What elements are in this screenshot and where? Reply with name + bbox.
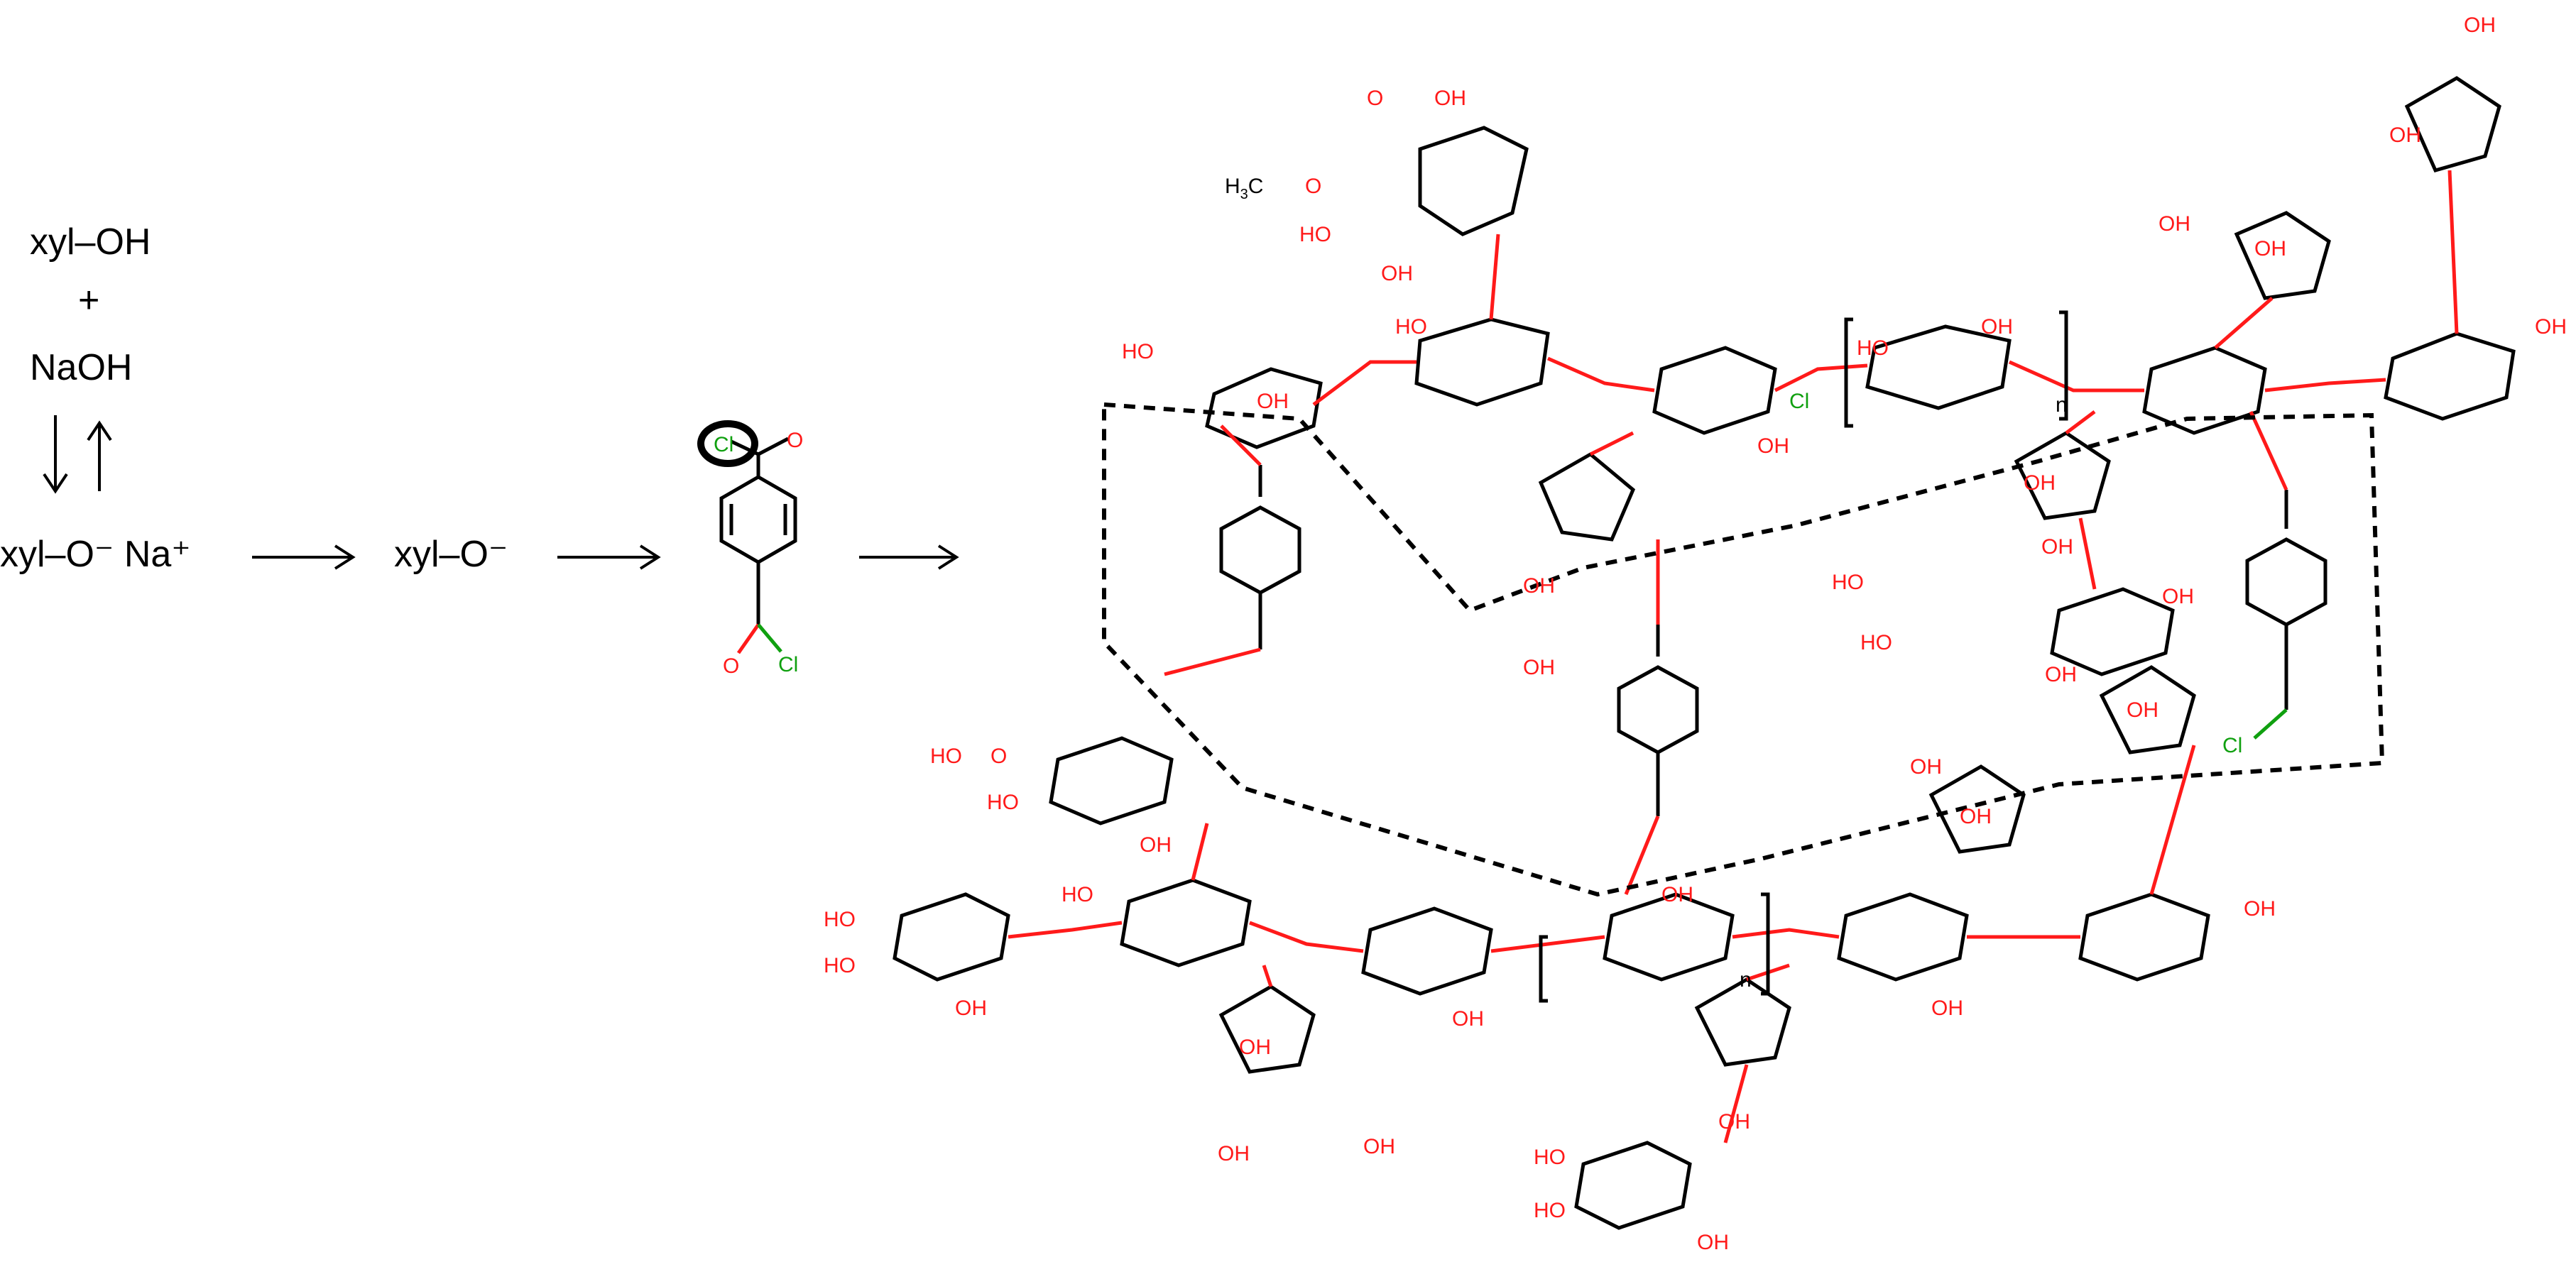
- atom-label: HO: [1122, 340, 1154, 363]
- atom-label: OH: [1239, 1036, 1271, 1059]
- atom-label: OH: [2127, 698, 2159, 722]
- atom-label: OH: [2162, 585, 2194, 608]
- reagent-o-top: O: [787, 429, 803, 452]
- atom-label: O: [1305, 175, 1321, 198]
- atom-label: HO: [1860, 631, 1892, 654]
- atom-label: OH: [1718, 1110, 1750, 1134]
- anion-label: xyl–O⁻: [394, 534, 508, 575]
- atom-label: n: [2056, 393, 2068, 417]
- atom-label: HO: [1534, 1199, 1566, 1222]
- atom-label: OH: [1257, 390, 1289, 413]
- atom-label: HO: [930, 745, 962, 768]
- atom-label: OH: [1757, 434, 1789, 458]
- atom-label: OH: [1960, 805, 1992, 828]
- atom-label: OH: [2389, 124, 2421, 147]
- atom-label: HO: [824, 954, 856, 977]
- reaction-arrow-3: [859, 544, 959, 570]
- atom-label: Cl: [2222, 734, 2242, 757]
- reaction-arrow-1: [252, 544, 356, 570]
- atom-label: HO: [1857, 336, 1889, 360]
- atom-labels: OH O H3C O HO OH HO HO OH Cl OH HO OH n …: [824, 13, 2567, 1254]
- atom-label: Cl: [1789, 390, 1809, 413]
- atom-label: OH: [1981, 315, 2013, 339]
- reagent-cl-top: Cl: [714, 433, 733, 456]
- atom-label: OH: [2159, 212, 2190, 236]
- atom-label: OH: [2041, 535, 2073, 559]
- atom-label: HO: [987, 791, 1019, 814]
- reactant-label: xyl–OH: [30, 221, 151, 263]
- atom-label: OH: [1452, 1007, 1484, 1031]
- atom-label: OH: [2024, 471, 2056, 495]
- methyl-c: C: [1248, 175, 1264, 198]
- atom-label: OH: [1523, 574, 1555, 598]
- methyl-sub: 3: [1240, 187, 1248, 202]
- atom-label: O: [1367, 87, 1383, 110]
- atom-label: n: [1740, 968, 1752, 992]
- atom-label: OH: [1140, 833, 1172, 857]
- atom-label: OH: [1931, 997, 1963, 1020]
- atom-label: O: [990, 745, 1007, 768]
- atom-label: HO: [1832, 571, 1864, 594]
- methyl-group: H3C: [1225, 175, 1263, 202]
- atom-label: OH: [955, 997, 987, 1020]
- atom-label: OH: [1434, 87, 1466, 110]
- equilibrium-arrows: [43, 415, 112, 494]
- atom-label: HO: [1299, 223, 1331, 246]
- methyl-h: H: [1225, 175, 1240, 198]
- highlight-circle: [697, 420, 758, 467]
- atom-label: OH: [2045, 663, 2077, 686]
- atom-label: OH: [1661, 883, 1693, 906]
- svg-text:H3C: H3C: [1225, 175, 1263, 202]
- atom-label: OH: [2535, 315, 2567, 339]
- base-label: NaOH: [30, 347, 132, 388]
- atom-label: OH: [1363, 1135, 1395, 1158]
- reagent-o-bottom: O: [723, 654, 739, 678]
- reaction-arrow-2: [557, 544, 661, 570]
- atom-label: OH: [1910, 755, 1942, 779]
- atom-label: OH: [2244, 897, 2276, 921]
- atom-label: OH: [2254, 237, 2286, 260]
- atom-label: HO: [1534, 1146, 1566, 1169]
- atom-label: OH: [1697, 1231, 1729, 1254]
- plus-sign: +: [78, 280, 99, 321]
- reagent-cl-bottom: Cl: [778, 653, 798, 676]
- atom-label: HO: [824, 908, 856, 931]
- terephthaloyl-chloride-molecule: Cl O O Cl: [697, 420, 803, 678]
- atom-label: OH: [1218, 1142, 1250, 1165]
- atom-label: HO: [1395, 315, 1427, 339]
- atom-label: HO: [1061, 883, 1093, 906]
- atom-label: OH: [1523, 656, 1555, 679]
- salt-label: xyl–O⁻ Na⁺: [0, 534, 191, 575]
- atom-label: OH: [1381, 262, 1413, 285]
- atom-label: OH: [2464, 13, 2496, 37]
- xylan-network: [893, 76, 2516, 1230]
